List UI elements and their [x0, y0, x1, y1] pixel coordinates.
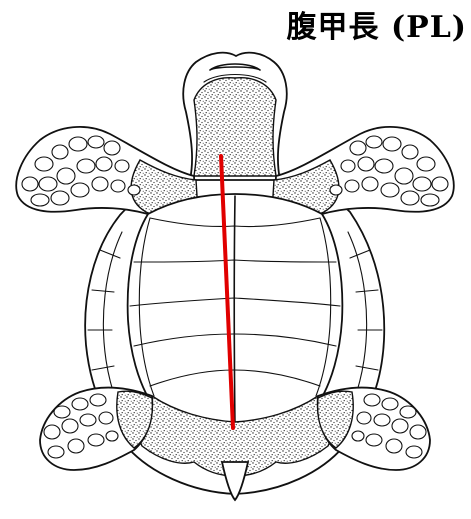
turtle-head: [183, 53, 287, 180]
right-rear-flipper: [318, 388, 430, 470]
plastron: [128, 194, 343, 430]
left-rear-flipper: [40, 388, 152, 470]
